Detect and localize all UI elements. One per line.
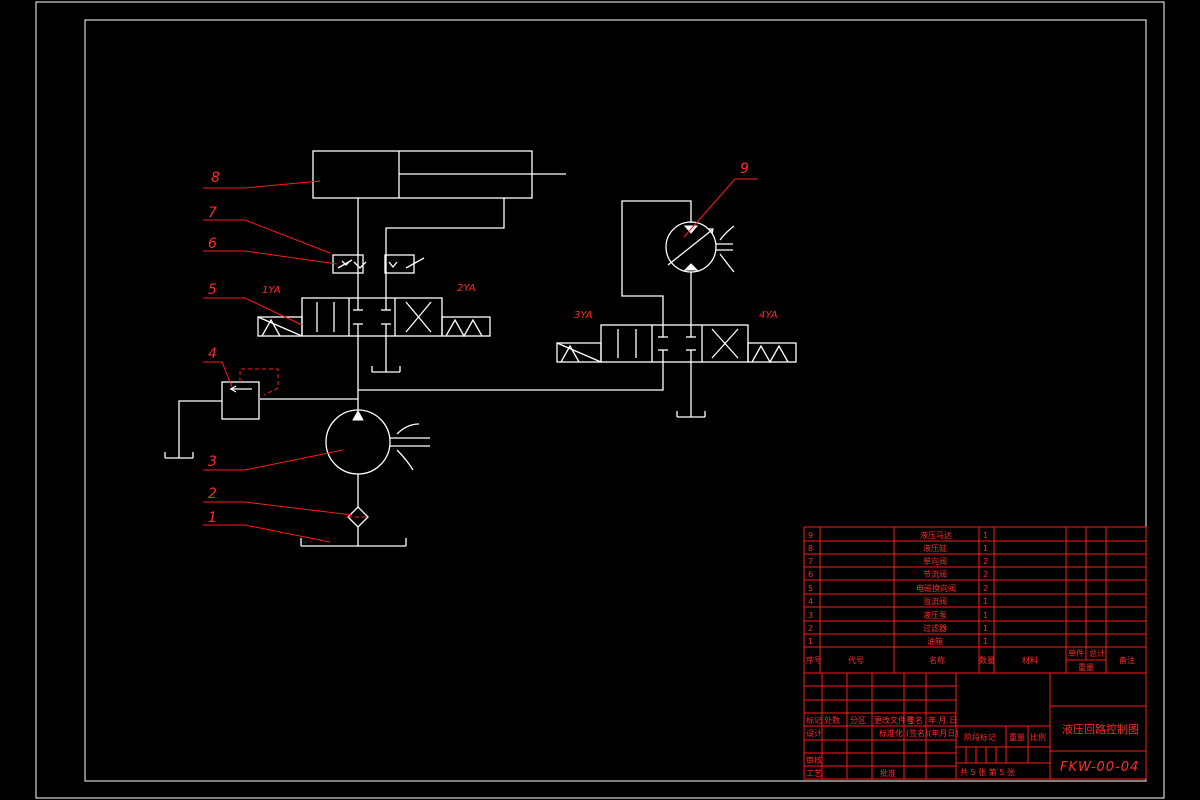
tb-zone: 分区 — [850, 716, 866, 725]
bom-qty-7: 2 — [983, 557, 988, 566]
bom-rows: 9 液压马达 1 8 液压缸 1 7 单向阀 2 6 节流阀 2 5 电磁换向阀… — [806, 530, 1135, 672]
callout-8: 8 — [211, 170, 220, 186]
bom-no-7: 7 — [808, 557, 813, 566]
tb-signature: 签名 — [907, 715, 923, 725]
callout-1: 1 — [208, 510, 217, 526]
bom-name-7: 单向阀 — [923, 556, 947, 566]
tank-motor-valve — [676, 362, 706, 418]
solenoid-3ya: 3YA — [574, 310, 593, 321]
tb-process: 工艺 — [806, 769, 822, 778]
oil-tank — [300, 538, 407, 547]
bom-name-8: 液压缸 — [923, 543, 947, 553]
bom-header-no: 序号 — [806, 655, 822, 665]
directional-valve-5 — [257, 297, 491, 338]
drawing-title: 液压回路控制图 — [1062, 722, 1139, 736]
bom-table — [803, 526, 1147, 674]
bom-no-4: 4 — [808, 597, 813, 606]
callout-3: 3 — [208, 454, 217, 470]
tb-design: 设计 — [806, 728, 822, 738]
tank-valve5 — [371, 336, 401, 373]
bom-name-3: 液压泵 — [923, 610, 947, 620]
bom-header-name: 名称 — [929, 655, 945, 665]
bom-header-remark: 备注 — [1119, 655, 1135, 665]
inner-frame — [84, 19, 1147, 782]
bom-qty-3: 1 — [983, 611, 988, 620]
hydraulic-cylinder — [312, 150, 566, 199]
pressure-lines — [260, 336, 664, 410]
hydraulic-pump — [325, 409, 430, 507]
tb-approve: 批准 — [880, 768, 896, 778]
bom-qty-2: 1 — [983, 624, 988, 633]
bom-qty-4: 1 — [983, 597, 988, 606]
throttle-check-left — [332, 254, 367, 274]
callout-7: 7 — [208, 205, 217, 221]
title-block — [803, 672, 1147, 780]
bom-name-5: 电磁换向阀 — [916, 583, 956, 593]
bom-no-2: 2 — [808, 624, 813, 633]
relief-valve — [164, 368, 279, 459]
bom-no-1: 1 — [808, 637, 813, 646]
bom-no-6: 6 — [808, 570, 813, 579]
solenoid-2ya: 2YA — [457, 283, 476, 294]
bom-name-9: 液压马达 — [920, 530, 952, 540]
bom-header-qty: 数量 — [979, 655, 995, 665]
tb-stage-mark: 阶段标记 — [964, 732, 996, 742]
callout-9: 9 — [740, 161, 749, 177]
bom-no-8: 8 — [808, 544, 813, 553]
bom-header-material: 材料 — [1022, 655, 1038, 665]
drawing-code: FKW-00-04 — [1060, 760, 1139, 775]
bom-qty-8: 1 — [983, 544, 988, 553]
leader-lines — [203, 178, 758, 543]
callout-2: 2 — [208, 486, 217, 502]
throttle-check-right — [384, 254, 425, 274]
tb-count: 处数 — [824, 715, 840, 725]
outer-border — [35, 1, 1165, 799]
callout-4: 4 — [208, 346, 217, 362]
bom-name-6: 节流阀 — [923, 569, 947, 579]
bom-name-2: 过滤器 — [923, 623, 947, 633]
tb-change-doc: 更改文件号 — [874, 715, 914, 725]
bom-qty-1: 1 — [983, 637, 988, 646]
tb-review: 审核 — [806, 755, 822, 765]
bom-qty-6: 2 — [983, 570, 988, 579]
tb-sheets: 共 5 张 第 5 张 — [960, 767, 1015, 777]
bom-no-3: 3 — [808, 611, 813, 620]
bom-name-4: 溢流阀 — [923, 596, 947, 606]
tb-date: 年.月.日 — [928, 715, 957, 725]
bom-no-9: 9 — [808, 531, 813, 540]
tb-scale: 比例 — [1030, 732, 1046, 742]
directional-valve-motor — [556, 324, 797, 364]
solenoid-4ya: 4YA — [759, 310, 778, 321]
bom-name-1: 油箱 — [927, 636, 943, 646]
bom-qty-9: 1 — [983, 531, 988, 540]
title-block-text: 标记 处数 分区 更改文件号 签名 年.月.日 设计 标准化 (签名)(年月日)… — [806, 715, 1139, 778]
bom-header-single: 单件 — [1068, 648, 1084, 658]
cylinder-lines — [357, 198, 505, 298]
bom-header-weight: 重量 — [1078, 662, 1094, 672]
filter — [347, 506, 369, 546]
tb-weight: 重量 — [1009, 732, 1025, 742]
bom-qty-5: 2 — [983, 584, 988, 593]
tb-sign-date: (签名)(年月日) — [906, 728, 958, 738]
solenoid-1ya: 1YA — [262, 285, 281, 296]
hydraulic-motor — [621, 200, 735, 325]
callout-5: 5 — [208, 282, 217, 298]
bom-header-code: 代号 — [848, 655, 864, 665]
bom-no-5: 5 — [808, 584, 813, 593]
bom-header-total: 总计 — [1089, 648, 1105, 658]
tb-mark: 标记 — [806, 715, 822, 725]
callout-6: 6 — [208, 236, 217, 252]
tb-standard: 标准化 — [879, 728, 903, 738]
